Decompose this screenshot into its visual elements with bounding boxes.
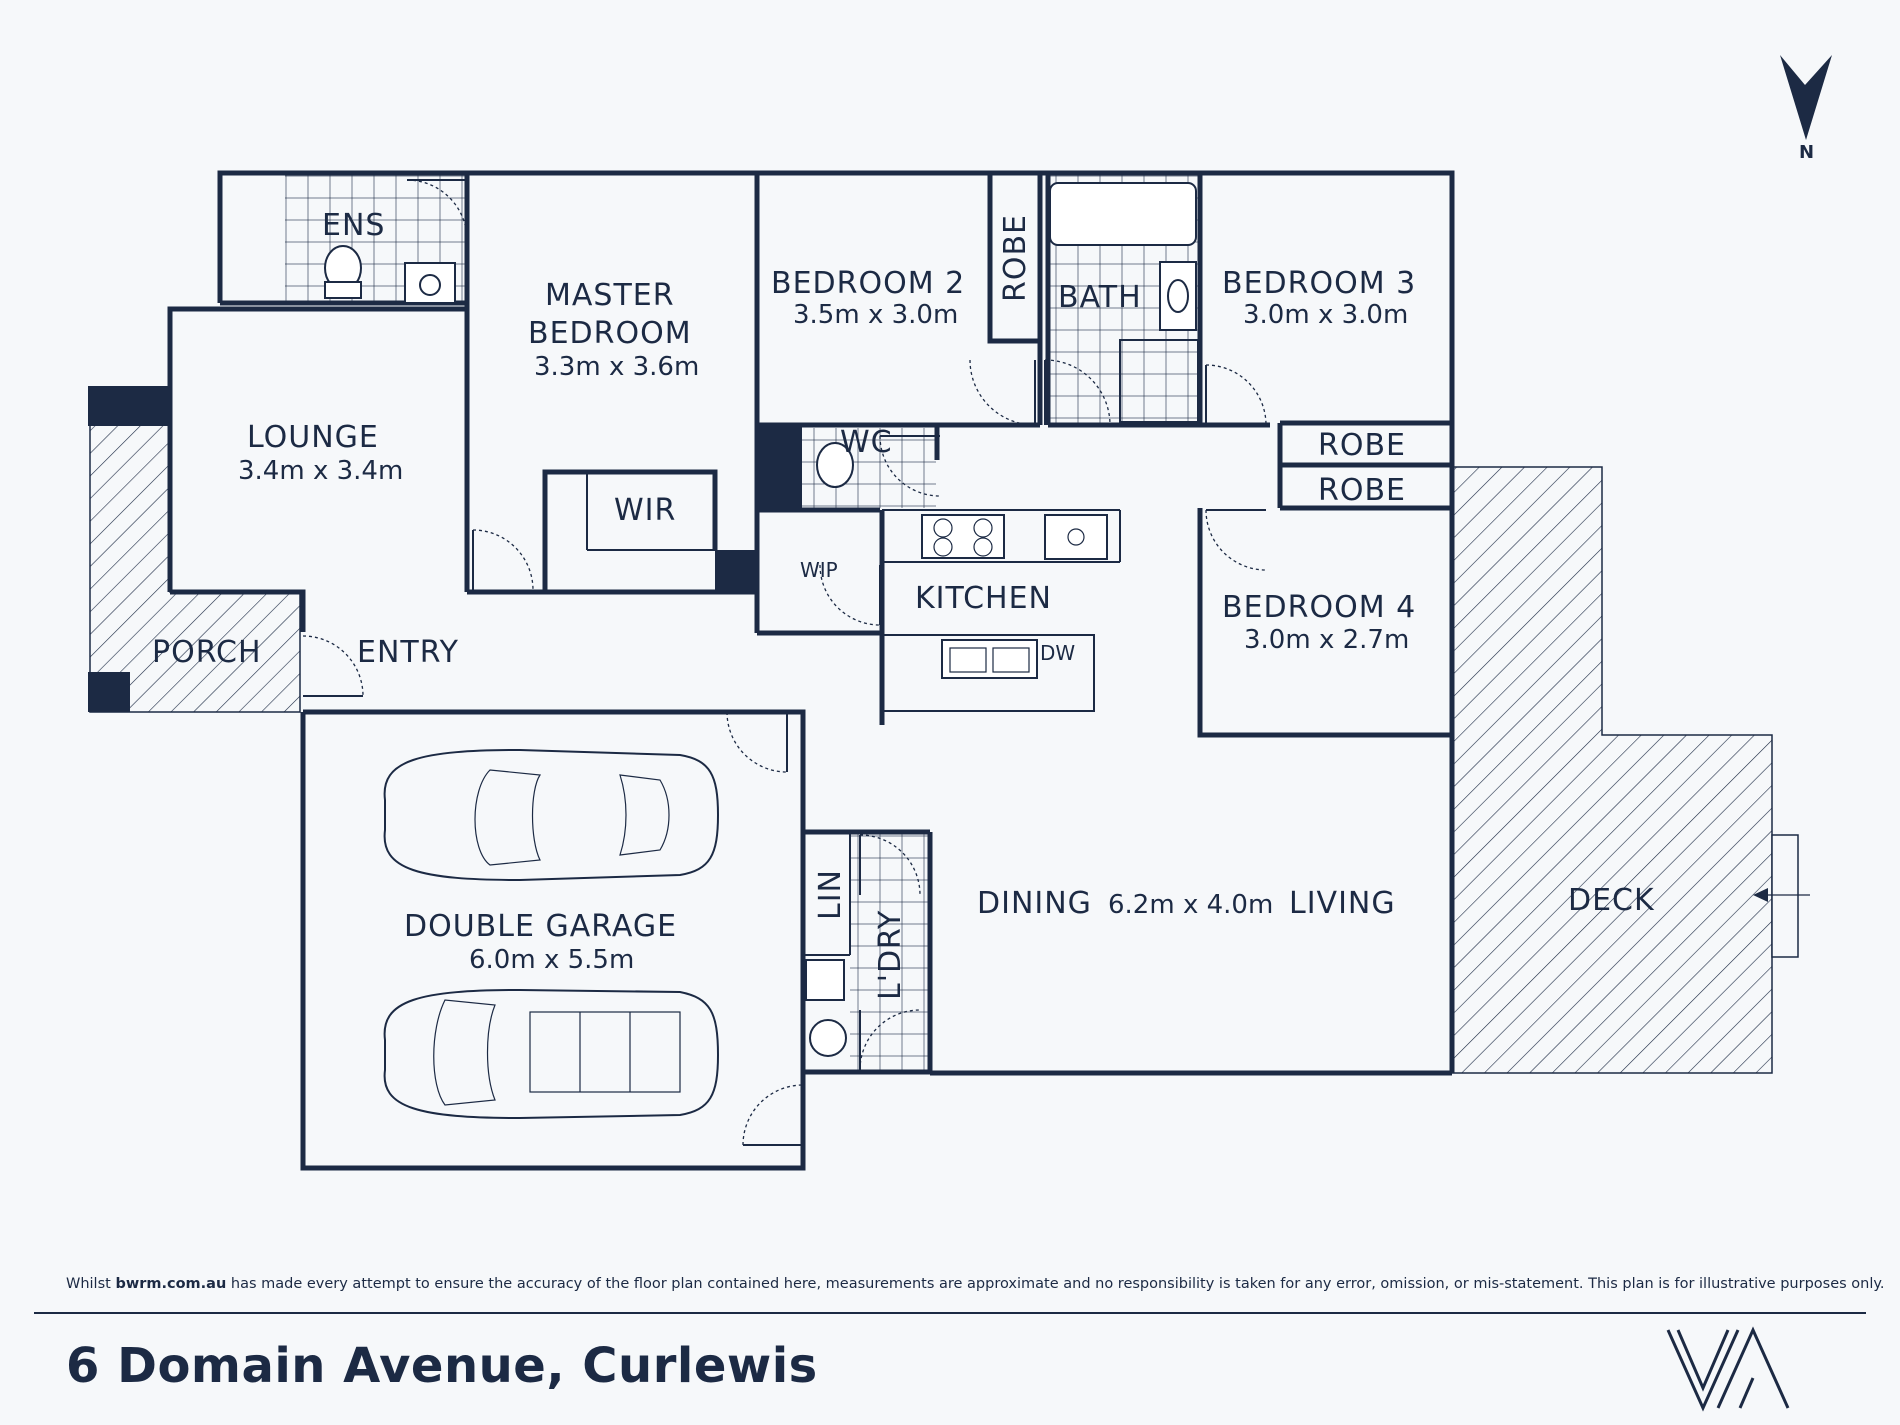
laundry-tub-icon <box>805 959 845 1001</box>
bath-label: BATH <box>1058 280 1142 315</box>
entry-label: ENTRY <box>357 635 459 670</box>
shower-icon <box>1119 339 1199 423</box>
footer-divider <box>34 1312 1866 1314</box>
robe1-label: ROBE <box>1318 428 1406 463</box>
bed4-dim: 3.0m x 2.7m <box>1244 625 1409 655</box>
disclaimer-site: bwrm.com.au <box>115 1276 227 1292</box>
compass-label: N <box>1799 142 1814 163</box>
bathtub-icon <box>1049 182 1197 246</box>
bed4-label: BEDROOM 4 <box>1222 590 1416 625</box>
lin-label: LIN <box>813 869 848 920</box>
robe-bed2-label: ROBE <box>998 214 1033 302</box>
kitchen-label: KITCHEN <box>915 581 1052 616</box>
car-icon <box>383 748 720 882</box>
bed2-dim: 3.5m x 3.0m <box>793 300 958 330</box>
bed3-label: BEDROOM 3 <box>1222 266 1416 301</box>
disclaimer: Whilst bwrm.com.au has made every attemp… <box>66 1276 1885 1292</box>
master-label-1: MASTER <box>545 278 675 313</box>
washer-icon <box>809 1019 847 1057</box>
wir-label: WIR <box>614 493 676 528</box>
walls <box>167 170 1455 1171</box>
garage-dim: 6.0m x 5.5m <box>469 945 634 975</box>
ldry-label: L'DRY <box>873 910 908 1000</box>
lounge-label: LOUNGE <box>247 420 379 455</box>
wip-label: WIP <box>800 558 838 582</box>
garage-label: DOUBLE GARAGE <box>404 909 677 944</box>
disclaimer-pre: Whilst <box>66 1276 116 1292</box>
room-labels: ENS MASTER BEDROOM 3.3m x 3.6m BEDROOM 2… <box>152 208 1655 1000</box>
deck-label: DECK <box>1568 883 1655 918</box>
wc-toilet-icon <box>816 442 854 488</box>
bed3-dim: 3.0m x 3.0m <box>1243 300 1408 330</box>
living-label: LIVING <box>1289 886 1396 921</box>
doors <box>302 179 1267 1146</box>
ens-label: ENS <box>322 208 385 243</box>
master-dim: 3.3m x 3.6m <box>534 352 699 382</box>
disclaimer-post: has made every attempt to ensure the acc… <box>226 1276 1885 1292</box>
bed2-label: BEDROOM 2 <box>771 266 965 301</box>
north-arrow-icon: N <box>1780 55 1832 163</box>
fridge-icon <box>1044 514 1108 560</box>
porch-label: PORCH <box>152 635 262 670</box>
suv-icon <box>383 988 720 1120</box>
dining-label: DINING <box>977 886 1092 921</box>
lounge-dim: 3.4m x 3.4m <box>238 456 403 486</box>
living-dim: 6.2m x 4.0m <box>1108 890 1273 920</box>
robe2-label: ROBE <box>1318 473 1406 508</box>
master-label-2: BEDROOM <box>528 316 692 351</box>
wc-label: WC <box>840 425 893 460</box>
fixtures <box>324 182 1199 1057</box>
cooktop-icon <box>921 514 1005 559</box>
va-logo-icon <box>1666 1326 1790 1412</box>
property-address: 6 Domain Avenue, Curlewis <box>66 1338 818 1394</box>
dw-label: DW <box>1040 641 1075 665</box>
deck-area <box>1451 466 1810 1074</box>
